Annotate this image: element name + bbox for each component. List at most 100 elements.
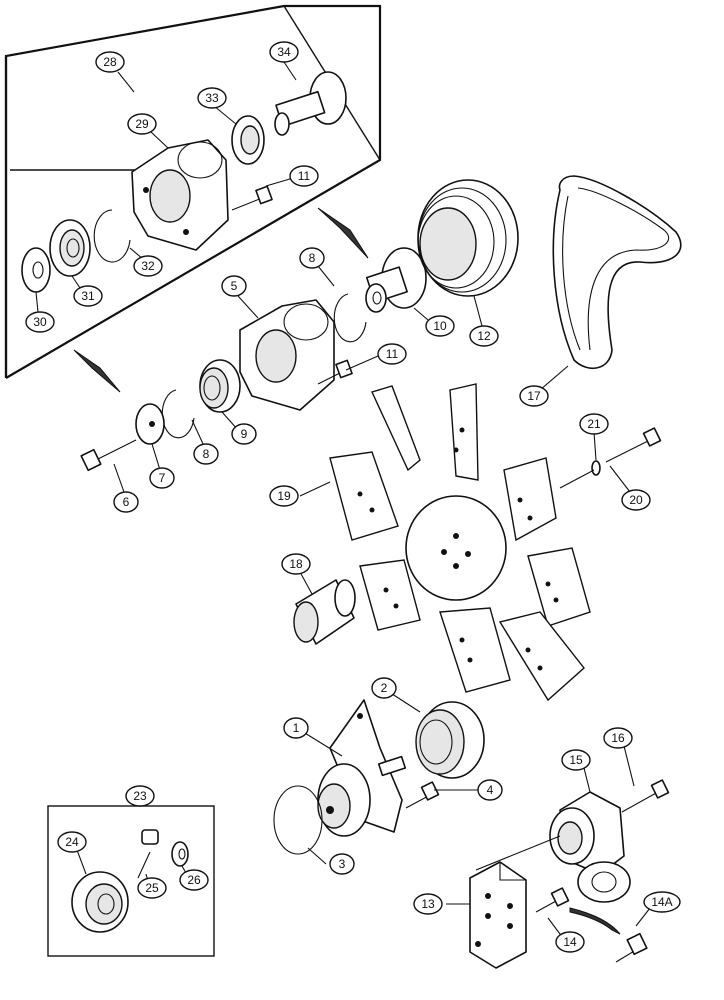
callout-4: 4 xyxy=(477,779,503,801)
svg-text:20: 20 xyxy=(629,493,643,507)
bolt-4 xyxy=(405,781,440,809)
svg-text:2: 2 xyxy=(381,681,388,695)
shaft-34 xyxy=(274,71,347,136)
svg-text:24: 24 xyxy=(65,835,79,849)
svg-text:14A: 14A xyxy=(651,895,672,909)
callout-7: 7 xyxy=(149,467,175,489)
callout-29: 29 xyxy=(127,113,157,135)
pulley-2 xyxy=(415,701,485,779)
svg-text:14: 14 xyxy=(563,935,577,949)
callout-8-lower: 8 xyxy=(193,443,219,465)
svg-text:13: 13 xyxy=(421,897,435,911)
svg-text:8: 8 xyxy=(309,251,316,265)
callout-5: 5 xyxy=(221,275,247,297)
callout-9: 9 xyxy=(231,423,257,445)
callout-34: 34 xyxy=(269,41,299,63)
svg-text:11: 11 xyxy=(298,169,311,183)
snap-ring-8-upper xyxy=(333,293,367,343)
idler-24 xyxy=(71,871,129,933)
tensioner-axis-line xyxy=(475,835,561,871)
callout-14: 14 xyxy=(555,931,585,953)
callout-11-inset: 11 xyxy=(289,165,319,187)
housing-5 xyxy=(239,299,335,411)
snap-ring-8-lower xyxy=(161,389,195,439)
svg-text:26: 26 xyxy=(187,873,201,887)
svg-text:5: 5 xyxy=(231,279,238,293)
washer-7 xyxy=(135,403,165,445)
washer-26 xyxy=(171,841,189,867)
bolt-25 xyxy=(137,829,159,879)
snap-ring-32 xyxy=(93,209,131,263)
svg-text:4: 4 xyxy=(487,783,494,797)
fan-19 xyxy=(329,383,591,702)
bolt-14a xyxy=(569,907,648,963)
spacer-18 xyxy=(293,579,356,645)
callout-3: 3 xyxy=(329,853,355,875)
pulley-12 xyxy=(417,179,519,297)
washer-21 xyxy=(591,460,601,476)
svg-text:16: 16 xyxy=(611,731,625,745)
svg-text:28: 28 xyxy=(103,55,117,69)
svg-text:31: 31 xyxy=(81,289,95,303)
svg-text:21: 21 xyxy=(587,417,601,431)
callout-1: 1 xyxy=(283,717,309,739)
svg-text:23: 23 xyxy=(133,789,147,803)
svg-text:9: 9 xyxy=(241,427,248,441)
callout-6: 6 xyxy=(113,491,139,513)
washer-30 xyxy=(21,247,51,293)
inset-frame-23 xyxy=(47,805,215,957)
callout-19: 19 xyxy=(269,485,299,507)
callout-21: 21 xyxy=(579,413,609,435)
hub-10 xyxy=(365,247,427,313)
water-pump-1 xyxy=(317,699,407,837)
svg-text:18: 18 xyxy=(289,557,303,571)
callout-12: 12 xyxy=(469,325,499,347)
callout-24: 24 xyxy=(57,831,87,853)
callout-32: 32 xyxy=(133,255,163,277)
inset-frame-28 xyxy=(4,4,382,393)
bolt-20-axis-line xyxy=(559,469,595,489)
o-ring-3 xyxy=(273,785,323,855)
svg-text:7: 7 xyxy=(159,471,166,485)
callout-18: 18 xyxy=(281,553,311,575)
callouts: 28 29 33 34 11 32 31 30 8 5 10 12 11 17 … xyxy=(25,41,681,953)
svg-text:10: 10 xyxy=(433,319,447,333)
svg-text:12: 12 xyxy=(477,329,491,343)
svg-text:19: 19 xyxy=(277,489,291,503)
bearing-31 xyxy=(49,219,91,277)
bolt-6 xyxy=(80,439,137,472)
svg-text:8: 8 xyxy=(203,447,210,461)
callout-25: 25 xyxy=(137,877,167,899)
svg-text:33: 33 xyxy=(205,91,219,105)
bolt-11-inset xyxy=(231,185,273,211)
svg-text:29: 29 xyxy=(135,117,149,131)
bracket-13 xyxy=(469,861,527,969)
svg-text:15: 15 xyxy=(569,753,583,767)
callout-28: 28 xyxy=(95,51,125,73)
bolt-20 xyxy=(605,427,662,463)
leader-lines xyxy=(35,61,651,943)
svg-text:6: 6 xyxy=(123,495,130,509)
callout-8-upper: 8 xyxy=(299,247,325,269)
callout-33: 33 xyxy=(197,87,227,109)
callout-31: 31 xyxy=(73,285,103,307)
callout-17: 17 xyxy=(519,385,549,407)
callout-15: 15 xyxy=(561,749,591,771)
svg-text:1: 1 xyxy=(293,721,300,735)
bolt-16 xyxy=(621,779,670,813)
svg-text:34: 34 xyxy=(277,45,291,59)
housing-29 xyxy=(131,139,229,251)
svg-text:11: 11 xyxy=(386,347,399,361)
callout-16: 16 xyxy=(603,727,633,749)
callout-30: 30 xyxy=(25,311,55,333)
svg-text:25: 25 xyxy=(145,881,159,895)
callout-14a: 14A xyxy=(643,891,681,913)
callout-13: 13 xyxy=(413,893,443,915)
callout-11-main: 11 xyxy=(377,343,407,365)
svg-text:30: 30 xyxy=(33,315,47,329)
svg-text:32: 32 xyxy=(141,259,155,273)
callout-2: 2 xyxy=(371,677,397,699)
tensioner-15 xyxy=(549,791,631,903)
svg-text:17: 17 xyxy=(527,389,541,403)
